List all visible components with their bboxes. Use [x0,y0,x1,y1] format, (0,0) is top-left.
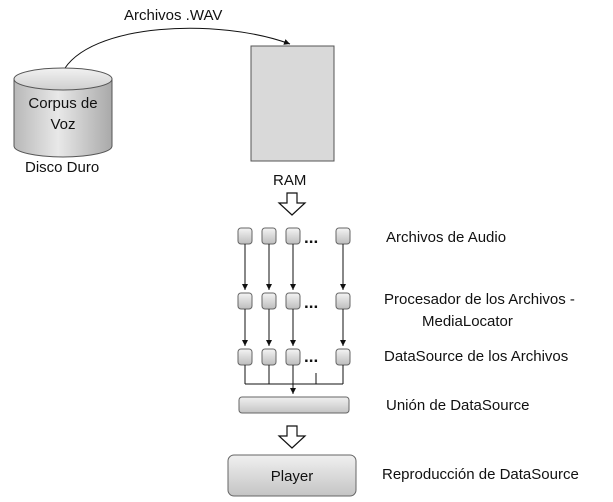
player-box [227,454,357,497]
arrows-processor-to-datasource [242,309,346,346]
disk-line1: Corpus de [28,95,97,112]
processor-1 [237,292,253,310]
disk-cylinder: Corpus de Voz [13,67,113,158]
ram-label: RAM [273,172,306,189]
union-label: Unión de DataSource [386,397,529,414]
audio-file-3 [285,227,301,245]
ram-block [250,45,335,162]
datasource-row: ... [237,347,351,366]
datasource-3 [285,348,301,366]
audio-row: ... [237,227,351,247]
audio-file-n [335,227,351,245]
player-label: Player [271,468,314,485]
transfer-arrow [61,27,291,74]
datasource-n [335,348,351,366]
audio-file-2 [261,227,277,245]
audio-file-1 [237,227,253,245]
merge-connectors [244,365,344,394]
audio-label: Archivos de Audio [386,229,506,246]
datasource-2 [261,348,277,366]
processor-3 [285,292,301,310]
audio-ellipsis: ... [304,228,318,247]
down-arrow-union [277,425,307,449]
datasource-1 [237,348,253,366]
processor-row: ... [237,292,351,312]
processor-label-line2: MediaLocator [422,313,513,330]
datasource-label: DataSource de los Archivos [384,348,568,365]
processor-label-line1: Procesador de los Archivos - [384,291,575,308]
disk-label: Disco Duro [25,159,99,176]
playback-label: Reproducción de DataSource [382,466,579,483]
processor-ellipsis: ... [304,293,318,312]
processor-2 [261,292,277,310]
caption-top: Archivos .WAV [124,7,222,24]
datasource-ellipsis: ... [304,347,318,366]
arrows-audio-to-processor [242,244,346,290]
processor-n [335,292,351,310]
down-arrow-ram [277,192,307,216]
disk-line2: Voz [50,116,75,133]
union-bar [238,396,350,414]
